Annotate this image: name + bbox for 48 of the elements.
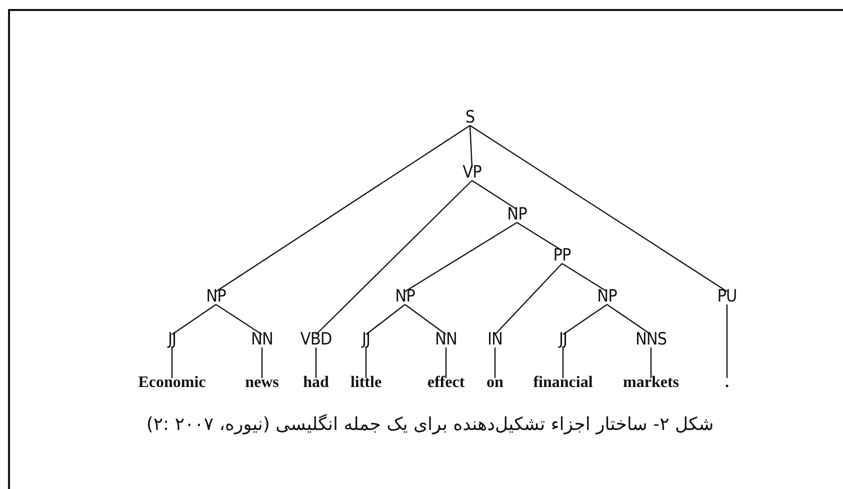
tree-branch: [172, 304, 216, 335]
word-label: effect: [427, 375, 465, 391]
word-label: markets: [623, 375, 679, 391]
tree-branch: [216, 125, 470, 292]
tree-branch: [562, 348, 564, 378]
tree-branch: [562, 304, 608, 335]
tree-branch: [562, 263, 608, 292]
category-label: NNS: [635, 332, 667, 348]
tree-branch: [470, 125, 728, 292]
category-label: PU: [717, 288, 737, 306]
tree-branch: [650, 348, 652, 378]
word-label: had: [303, 375, 329, 391]
category-label: NP: [395, 288, 415, 306]
category-label: NP: [206, 288, 226, 306]
tree-branch: [494, 263, 562, 335]
category-label: S: [465, 110, 475, 126]
word-label: on: [486, 375, 504, 391]
tree-branch: [216, 304, 262, 335]
category-label: PP: [553, 248, 571, 264]
category-label: VBD: [300, 332, 332, 348]
figure-caption: شکل ۲- ساختار اجزاء تشکیل‌دهنده برای یک جمله انگلیسی (نیوره، ۲۰۰۷ :۲): [145, 414, 715, 435]
tree-branch: [261, 348, 263, 378]
category-label: NP: [507, 206, 527, 224]
word-label: .: [725, 375, 729, 391]
tree-branch: [472, 180, 518, 210]
category-label: NN: [251, 332, 273, 348]
tree-branch: [404, 304, 446, 335]
word-label: news: [245, 375, 279, 391]
tree-branch: [316, 180, 472, 335]
category-label: JJ: [168, 332, 176, 348]
tree-branch: [469, 125, 473, 168]
category-label: JJ: [362, 332, 370, 348]
tree-branch: [445, 348, 447, 378]
category-label: NP: [597, 288, 617, 306]
category-label: IN: [488, 332, 502, 348]
category-label: NN: [435, 332, 457, 348]
tree-branch: [171, 348, 173, 378]
tree-branch: [315, 348, 317, 378]
tree-branch: [726, 304, 728, 378]
word-label: little: [350, 375, 382, 391]
category-label: JJ: [559, 332, 567, 348]
word-label: financial: [533, 375, 593, 391]
word-label: Economic: [138, 375, 206, 391]
tree-branch: [366, 304, 406, 335]
tree-branch: [365, 348, 367, 378]
category-label: VP: [462, 164, 482, 182]
tree-branch: [404, 222, 518, 292]
tree-branch: [494, 348, 496, 378]
